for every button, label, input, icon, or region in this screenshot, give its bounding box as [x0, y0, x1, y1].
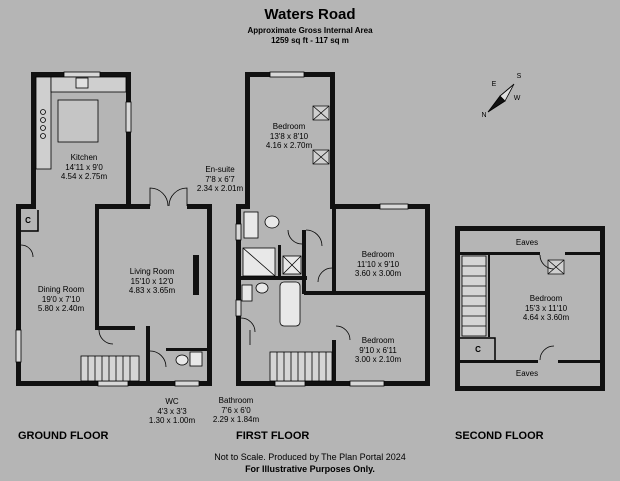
cupboard-label-second: C: [475, 345, 481, 354]
floor-title-ground: GROUND FLOOR: [18, 430, 109, 442]
room-label-bedroom-3: Bedroom 9'10 x 6'11 3.00 x 2.10m: [355, 336, 401, 365]
room-name: Bedroom: [272, 122, 306, 131]
first-stairs: [269, 351, 333, 382]
first-floor-plan: [235, 71, 430, 387]
room-size-metric: 1.30 x 1.00m: [148, 416, 196, 425]
room-label-bedroom-2: Bedroom 11'10 x 9'10 3.60 x 3.00m: [355, 250, 401, 279]
room-label-kitchen: Kitchen 14'11 x 9'0 4.54 x 2.75m: [61, 153, 107, 182]
bathroom-fittings: [241, 281, 301, 345]
compass-n: N: [481, 112, 487, 119]
room-name: Bedroom: [361, 250, 395, 259]
room-name: WC: [165, 397, 179, 406]
floor-title-second: SECOND FLOOR: [455, 430, 544, 442]
second-rooflight: [547, 259, 565, 275]
room-name: En-suite: [205, 165, 235, 174]
room-size-imperial: 14'11 x 9'0: [65, 162, 103, 172]
room-name: Living Room: [129, 267, 175, 276]
second-stairs: [461, 255, 487, 337]
room-size-imperial: 7'8 x 6'7: [205, 174, 235, 184]
room-label-eaves-top: Eaves: [515, 238, 539, 247]
room-size-imperial: 11'10 x 9'10: [356, 259, 400, 269]
room-label-dining: Dining Room 19'0 x 7'10 5.80 x 2.40m: [38, 285, 84, 314]
room-size-imperial: 4'3 x 3'3: [157, 406, 187, 416]
room-size-metric: 2.34 x 2.01m: [196, 184, 244, 193]
room-label-ensuite: En-suite 7'8 x 6'7 2.34 x 2.01m: [197, 165, 243, 194]
plan-title: Waters Road: [264, 6, 356, 23]
ground-french-doors: [149, 187, 188, 207]
room-name: Bedroom: [361, 336, 395, 345]
room-size-imperial: 15'3 x 11'10: [524, 303, 568, 313]
footer-note: Not to Scale. Produced by The Plan Porta…: [214, 452, 406, 462]
area-label: Approximate Gross Internal Area: [247, 26, 373, 35]
room-size-imperial: 15'10 x 12'0: [130, 276, 174, 286]
compass-w: W: [513, 95, 521, 102]
second-doors: [539, 254, 555, 361]
first-rooflights: [312, 105, 330, 165]
room-size-metric: 5.80 x 2.40m: [37, 304, 85, 313]
first-windows: [235, 71, 409, 387]
room-size-metric: 4.54 x 2.75m: [60, 172, 108, 181]
wc-fittings: [149, 350, 203, 368]
ground-stairs: [80, 355, 140, 382]
room-size-imperial: 9'10 x 6'11: [359, 345, 397, 355]
room-name: Kitchen: [70, 153, 98, 162]
floor-title-first: FIRST FLOOR: [236, 430, 310, 442]
room-label-bathroom: Bathroom 7'6 x 6'0 2.29 x 1.84m: [213, 396, 259, 425]
room-label-wc: WC 4'3 x 3'3 1.30 x 1.00m: [149, 397, 195, 426]
room-size-metric: 4.16 x 2.70m: [265, 141, 313, 150]
room-label-bedroom-4: Bedroom 15'3 x 11'10 4.64 x 3.60m: [523, 294, 569, 323]
ground-cupboard-wall: [21, 210, 39, 232]
ground-doors: [20, 244, 114, 345]
room-size-imperial: 7'6 x 6'0: [221, 405, 251, 415]
room-size-metric: 4.83 x 3.65m: [128, 286, 176, 295]
cupboard-label-ground: C: [25, 216, 31, 225]
second-cupboard-wall: [460, 337, 496, 360]
room-size-imperial: 13'8 x 8'10: [269, 131, 309, 141]
kitchen-units: [35, 76, 127, 170]
room-size-metric: 4.64 x 3.60m: [522, 313, 570, 322]
footer-disclaimer: For Illustrative Purposes Only.: [245, 464, 375, 474]
ground-windows: [15, 71, 200, 387]
second-walls: [455, 226, 605, 391]
first-doors: [240, 229, 351, 341]
room-name: Bedroom: [529, 294, 563, 303]
area-value: 1259 sq ft - 117 sq m: [271, 36, 349, 45]
second-floor-plan: [455, 226, 605, 391]
room-label-eaves-bottom: Eaves: [515, 369, 539, 378]
room-label-bedroom-1: Bedroom 13'8 x 8'10 4.16 x 2.70m: [266, 122, 312, 151]
room-name: Bathroom: [218, 396, 254, 405]
compass-e: E: [491, 81, 497, 88]
compass-rose: [487, 83, 515, 113]
room-size-metric: 3.00 x 2.10m: [354, 355, 402, 364]
room-size-metric: 3.60 x 3.00m: [354, 269, 402, 278]
ensuite-fittings: [242, 211, 302, 277]
ground-floor-plan: [15, 71, 212, 387]
room-size-metric: 2.29 x 1.84m: [212, 415, 260, 424]
room-name: Dining Room: [37, 285, 85, 294]
compass-s: S: [516, 73, 522, 80]
area-summary: Approximate Gross Internal Area 1259 sq …: [0, 26, 620, 46]
room-label-living: Living Room 15'10 x 12'0 4.83 x 3.65m: [129, 267, 175, 296]
room-size-imperial: 19'0 x 7'10: [41, 294, 81, 304]
